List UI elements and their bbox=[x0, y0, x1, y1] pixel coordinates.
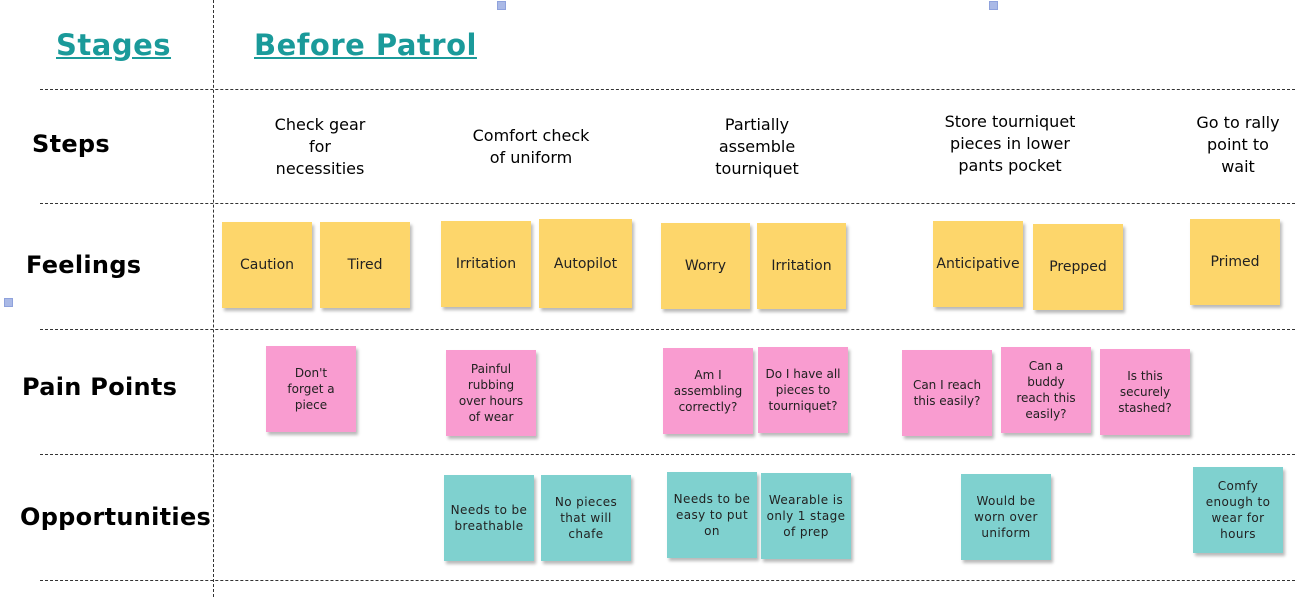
stages-header: Stages bbox=[56, 28, 172, 62]
sticky-note-feeling[interactable]: Irritation bbox=[757, 223, 846, 309]
sticky-note-feeling[interactable]: Caution bbox=[222, 222, 312, 308]
sticky-note-opportunity[interactable]: Would be worn over uniform bbox=[961, 474, 1051, 560]
stage-column-divider bbox=[213, 0, 214, 597]
sticky-note-feeling[interactable]: Worry bbox=[661, 223, 750, 309]
sticky-note-feeling[interactable]: Primed bbox=[1190, 219, 1280, 305]
sticky-note-pain-point[interactable]: Can a buddy reach this easily? bbox=[1001, 347, 1091, 433]
sticky-note-feeling[interactable]: Irritation bbox=[441, 221, 531, 307]
sticky-note-feeling[interactable]: Tired bbox=[320, 222, 410, 308]
row-divider-steps bbox=[40, 89, 1295, 90]
step-rally-point: Go to rally point to wait bbox=[1196, 113, 1280, 176]
row-divider-opportunities bbox=[40, 454, 1295, 455]
sticky-note-opportunity[interactable]: Wearable is only 1 stage of prep bbox=[761, 473, 851, 559]
sticky-note-feeling[interactable]: Anticipative bbox=[933, 221, 1023, 307]
step-store-tourniquet: Store tourniquet pieces in lower pants p… bbox=[944, 112, 1076, 175]
selection-handle[interactable] bbox=[4, 298, 13, 307]
row-label-steps: Steps bbox=[32, 130, 110, 158]
step-check-gear: Check gear for necessities bbox=[274, 115, 366, 178]
step-comfort-check: Comfort check of uniform bbox=[472, 126, 590, 167]
row-divider-bottom bbox=[40, 580, 1295, 581]
before-patrol-header: Before Patrol bbox=[254, 28, 477, 62]
row-divider-pain-points bbox=[40, 329, 1295, 330]
step-assemble-tourniquet: Partially assemble tourniquet bbox=[715, 115, 799, 178]
sticky-note-opportunity[interactable]: Needs to be easy to put on bbox=[667, 472, 757, 558]
sticky-note-feeling[interactable]: Autopilot bbox=[539, 219, 632, 308]
sticky-note-pain-point[interactable]: Am I assembling correctly? bbox=[663, 348, 753, 434]
sticky-note-pain-point[interactable]: Do I have all pieces to tourniquet? bbox=[758, 347, 848, 433]
sticky-note-pain-point[interactable]: Is this securely stashed? bbox=[1100, 349, 1190, 435]
sticky-note-pain-point[interactable]: Painful rubbing over hours of wear bbox=[446, 350, 536, 436]
row-label-feelings: Feelings bbox=[26, 251, 142, 279]
selection-handle[interactable] bbox=[989, 1, 998, 10]
sticky-note-opportunity[interactable]: Comfy enough to wear for hours bbox=[1193, 467, 1283, 553]
sticky-note-feeling[interactable]: Prepped bbox=[1033, 224, 1123, 310]
sticky-note-pain-point[interactable]: Don't forget a piece bbox=[266, 346, 356, 432]
row-divider-feelings bbox=[40, 203, 1295, 204]
selection-handle[interactable] bbox=[497, 1, 506, 10]
row-label-pain-points: Pain Points bbox=[22, 373, 178, 401]
sticky-note-opportunity[interactable]: No pieces that will chafe bbox=[541, 475, 631, 561]
sticky-note-pain-point[interactable]: Can I reach this easily? bbox=[902, 350, 992, 436]
sticky-note-opportunity[interactable]: Needs to be breathable bbox=[444, 475, 534, 561]
row-label-opportunities: Opportunities bbox=[20, 503, 212, 531]
